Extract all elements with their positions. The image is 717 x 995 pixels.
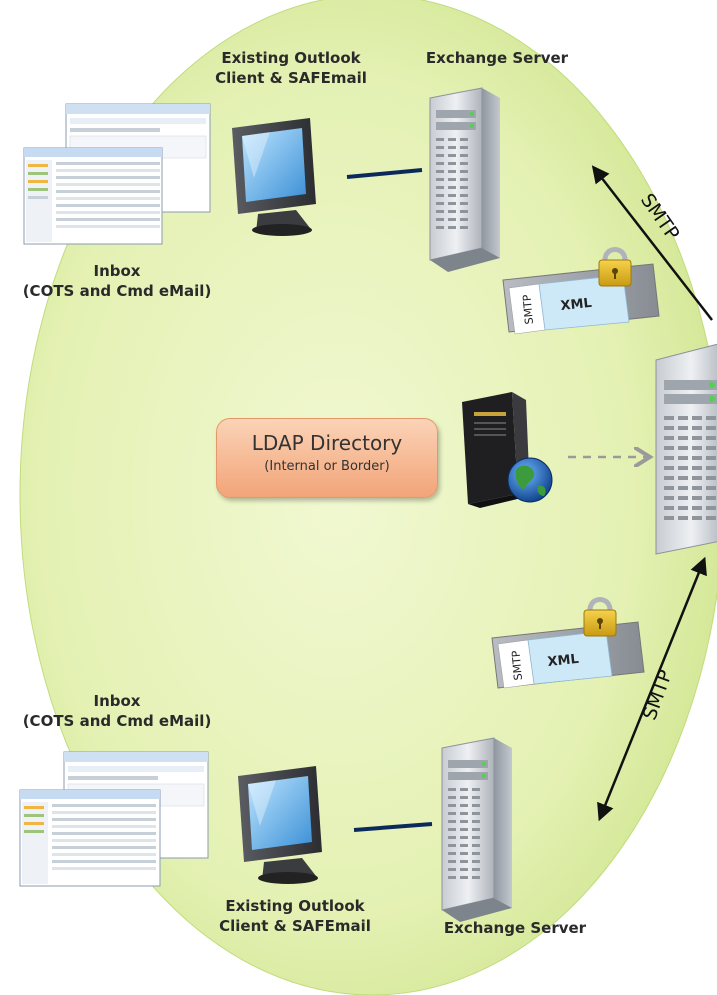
encrypted-envelope-icon: SMTP XML xyxy=(502,247,660,335)
bottom-client-label: Existing Outlook Client & SAFEmail xyxy=(219,897,371,935)
top-inbox-label: Inbox (COTS and Cmd eMail) xyxy=(22,262,212,300)
outlook-screenshot-icon xyxy=(23,103,211,245)
server-tower-icon xyxy=(429,87,500,272)
smtp-arrow-bottom xyxy=(597,556,707,822)
bottom-server-label: Exchange Server xyxy=(443,919,587,937)
svg-text:XML: XML xyxy=(547,652,580,670)
ldap-server-globe-icon xyxy=(462,392,553,508)
server-tower-icon xyxy=(441,737,512,922)
central-server-icon xyxy=(655,343,717,555)
top-server-label: Exchange Server xyxy=(425,49,569,67)
svg-text:XML: XML xyxy=(560,296,593,314)
bottom-client-server-link xyxy=(353,822,433,832)
ldap-title: LDAP Directory xyxy=(251,431,403,455)
smtp-arrow-top xyxy=(591,165,713,321)
top-client-label: Existing Outlook Client & SAFEmail xyxy=(215,49,367,87)
outlook-screenshot-icon xyxy=(19,751,209,887)
top-client-server-link xyxy=(346,168,423,179)
lock-icon xyxy=(598,247,632,287)
ldap-subtitle: (Internal or Border) xyxy=(264,459,390,474)
svg-text:SMTP: SMTP xyxy=(509,650,525,681)
ldap-directory-box: LDAP Directory (Internal or Border) xyxy=(216,418,438,498)
svg-text:SMTP: SMTP xyxy=(520,294,536,325)
monitor-icon xyxy=(232,118,316,236)
bottom-inbox-label: Inbox (COTS and Cmd eMail) xyxy=(22,692,212,730)
monitor-icon xyxy=(238,766,322,884)
